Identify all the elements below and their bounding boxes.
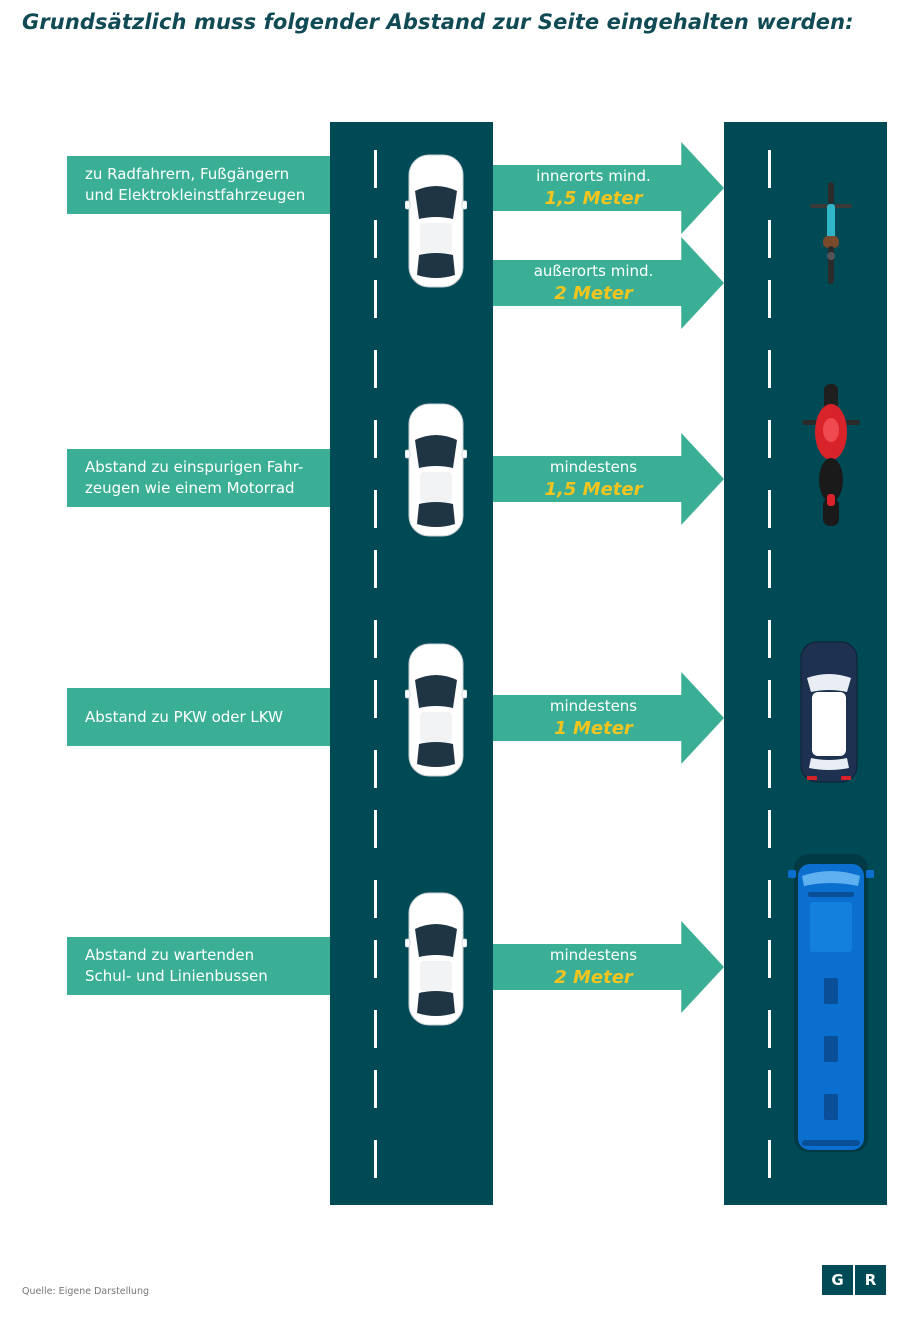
label-line: Abstand zu PKW oder LKW [85,707,283,726]
bicycle-icon [810,182,852,284]
arrow-distance: 2 Meter [554,283,633,304]
lane-marking [768,150,771,188]
bus-icon [788,854,874,1152]
label-line: zu Radfahrern, Fußgängern [85,165,290,183]
motorcycle-icon [802,384,860,526]
white-car-icon [405,403,467,537]
lane-marking [374,810,377,848]
lane-marking [768,1140,771,1178]
label-line: und Elektrokleinstfahrzeugen [85,186,306,204]
arrow-distance: 2 Meter [554,967,633,988]
label-line: Abstand zu einspurigen Fahr- [85,458,304,476]
lane-marking [768,490,771,528]
lane-marking [768,350,771,388]
label-car-truck: Abstand zu PKW oder LKW [67,688,330,746]
arrow-distance: 1,5 Meter [544,479,643,500]
lane-marking [768,620,771,658]
arrow-motorcycle: mindestens 1,5 Meter [493,433,724,525]
lane-marking [374,490,377,528]
label-line: Abstand zu wartenden [85,946,255,964]
lane-marking [768,880,771,918]
arrow-text: mindestens [549,458,638,476]
lane-marking [768,550,771,588]
lane-marking [374,1140,377,1178]
label-cyclists-pedestrians: zu Radfahrern, Fußgängern und Elektrokle… [67,156,330,214]
lane-marking [768,420,771,458]
lane-marking [768,1070,771,1108]
lane-marking [374,620,377,658]
label-line: zeugen wie einem Motorrad [85,479,295,497]
white-car-icon [405,154,467,288]
lane-marking [768,680,771,718]
white-car-icon [405,643,467,777]
arrow-distance: 1 Meter [554,718,633,739]
lane-marking [768,810,771,848]
lane-marking [374,150,377,188]
lane-marking [374,220,377,258]
arrow-text: mindestens [549,946,638,964]
arrow-buses: mindestens 2 Meter [493,921,724,1013]
arrow-text: innerorts mind. [536,167,651,185]
white-car-icon [405,892,467,1026]
car-icon [800,641,858,783]
lane-marking [768,1010,771,1048]
arrow-outside-town: außerorts mind. 2 Meter [493,237,724,329]
lane-marking [374,880,377,918]
logo-letter: R [864,1271,877,1289]
label-motorcycle: Abstand zu einspurigen Fahr- zeugen wie … [67,449,330,507]
lane-marking [374,350,377,388]
arrow-distance: 1,5 Meter [544,188,643,209]
logo-letter: G [831,1271,844,1289]
arrow-text: mindestens [549,697,638,715]
lane-marking [374,750,377,788]
label-line: Schul- und Linienbussen [85,967,268,985]
lane-marking [768,220,771,258]
lane-marking [374,680,377,718]
source-note: Quelle: Eigene Darstellung [22,1286,150,1297]
arrow-inside-town: innerorts mind. 1,5 Meter [493,142,724,234]
lane-marking [374,420,377,458]
arrow-car-truck: mindestens 1 Meter [493,672,724,764]
lane-marking [768,940,771,978]
lane-marking [768,280,771,318]
lane-marking [374,550,377,588]
label-buses: Abstand zu wartenden Schul- und Linienbu… [67,937,330,995]
lane-marking [374,1010,377,1048]
page-title: Grundsätzlich muss folgender Abstand zur… [22,10,854,34]
logo-divider [853,1265,855,1295]
lane-marking [374,940,377,978]
lane-marking [374,280,377,318]
arrow-text: außerorts mind. [533,262,654,280]
lane-marking [768,750,771,788]
brand-logo: G R [822,1265,886,1295]
lane-marking [374,1070,377,1108]
